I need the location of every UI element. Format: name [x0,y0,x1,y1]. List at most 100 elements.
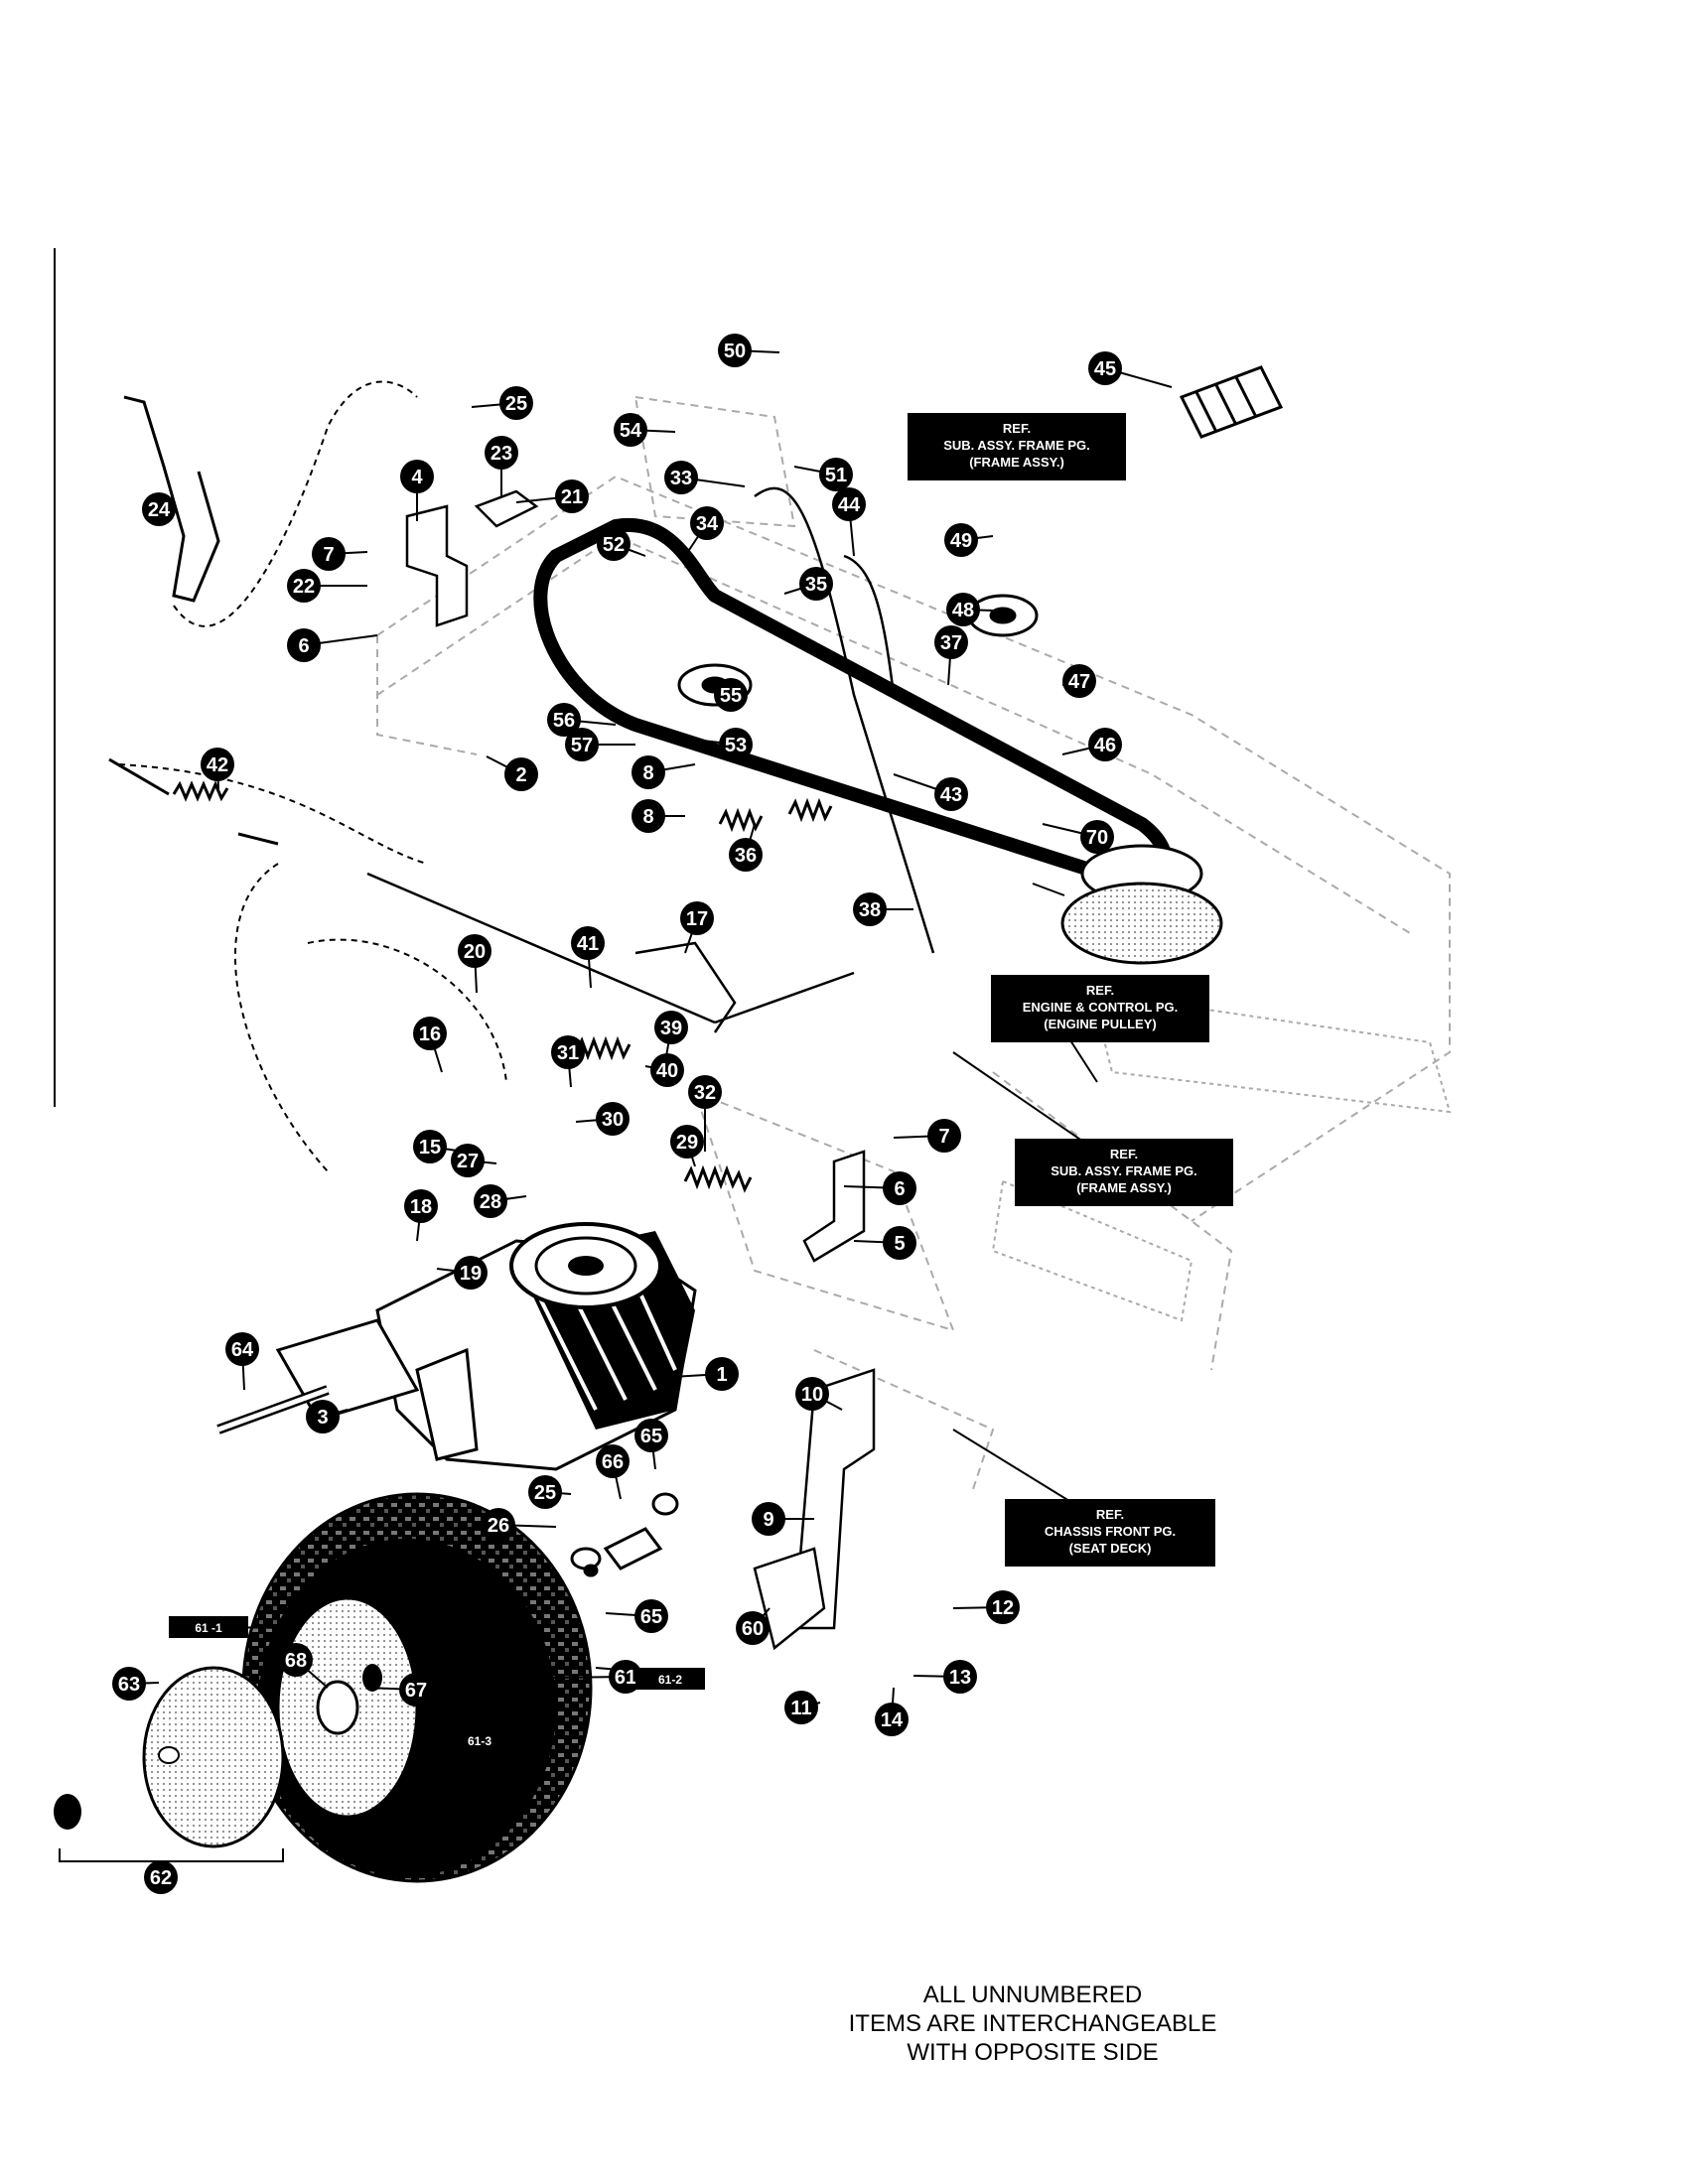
callout-number: 30 [602,1109,624,1131]
callout-marker [705,1357,739,1391]
callout-marker [571,926,605,960]
reference-box: REF.CHASSIS FRONT PG.(SEAT DECK) [1005,1499,1215,1567]
callout-marker [1080,820,1114,854]
subtag: 61 -1 [169,1616,248,1638]
callout-number: 18 [410,1196,432,1218]
callout-number: 25 [505,393,527,415]
callout-number: 23 [491,443,512,465]
hub-cap [54,1666,285,1876]
callout-number: 41 [577,933,599,955]
callout-number: 4 [411,467,423,488]
callout-number: 40 [656,1060,678,1082]
callout-marker [413,1130,447,1163]
subtag-label: 61-3 [468,1734,491,1748]
callout-marker [650,1053,684,1087]
reference-line: (ENGINE PULLEY) [1044,1017,1156,1031]
callout-number: 50 [724,341,746,362]
reference-boxes: REF.SUB. ASSY. FRAME PG.(FRAME ASSY.) REF… [908,413,1233,1567]
idler-pulleys [677,594,1223,965]
callout-65: 65 [634,1599,668,1633]
callout-number: 37 [940,632,962,654]
callout-34: 34 [690,506,724,540]
callout-marker [632,799,665,833]
callout-number: 51 [825,465,847,486]
callout-marker [634,1419,668,1452]
callout-number: 36 [735,845,757,867]
callout-marker [632,755,665,789]
callout-28: 28 [474,1184,507,1218]
subtag: 61-2 [635,1668,705,1690]
callout-number: 21 [561,486,583,508]
callout-8: 8 [632,755,665,789]
callout-marker [944,523,978,557]
callout-31: 31 [551,1035,585,1069]
callout-47: 47 [1062,664,1096,698]
callout-16: 16 [413,1017,447,1050]
callout-36: 36 [729,838,763,872]
reference-box: REF.SUB. ASSY. FRAME PG.(FRAME ASSY.) [908,413,1126,480]
callout-marker [201,748,234,781]
callout-number: 28 [480,1191,501,1213]
callout-marker [142,492,176,526]
callout-66: 66 [596,1444,630,1478]
callout-marker [597,527,631,561]
callout-68: 68 [279,1643,313,1677]
callout-marker [482,1508,515,1542]
callout-marker [555,479,589,513]
callout-number: 25 [534,1482,556,1504]
callout-number: 16 [419,1024,441,1045]
callout-number: 46 [1094,735,1116,756]
callout-number: 33 [670,468,692,489]
callout-marker [934,625,968,659]
note-line: WITH OPPOSITE SIDE [907,2039,1159,2066]
reference-line: (FRAME ASSY.) [969,455,1064,470]
callout-number: 2 [515,764,526,786]
pull-rods [366,486,935,1033]
callout-number: 1 [716,1364,727,1386]
callout-marker [934,777,968,811]
callout-6: 6 [883,1171,916,1205]
callout-marker [718,334,752,367]
callout-63: 63 [112,1667,146,1701]
note-line: ITEMS ARE INTERCHANGEABLE [848,2010,1217,2037]
callout-marker [112,1667,146,1701]
callout-52: 52 [597,527,631,561]
callout-3: 3 [306,1400,340,1433]
callout-marker [719,728,753,761]
callout-70: 70 [1080,820,1114,854]
callout-number: 53 [725,735,747,756]
callout-marker [551,1035,585,1069]
reference-line: ENGINE & CONTROL PG. [1023,1000,1179,1015]
callout-marker [853,892,887,926]
callouts: 1234566778891011121314151617181920212223… [112,334,1122,1894]
callout-1: 1 [705,1357,739,1391]
reference-box-background [1005,1499,1215,1567]
subtag-box [169,1616,248,1638]
callout-number: 42 [207,754,228,776]
callout-number: 62 [150,1867,172,1889]
callout-23: 23 [485,436,518,470]
callout-6: 6 [287,628,321,662]
reference-line: CHASSIS FRONT PG. [1045,1524,1176,1539]
callout-marker [225,1332,259,1366]
callout-33: 33 [664,461,698,494]
callout-21: 21 [555,479,589,513]
callout-51: 51 [819,458,853,491]
callout-number: 13 [949,1667,971,1689]
callout-48: 48 [946,593,980,626]
callout-10: 10 [795,1377,829,1411]
callout-marker [614,413,647,447]
callout-marker [565,728,599,761]
callout-marker [1088,351,1122,385]
callout-marker [634,1599,668,1633]
callout-marker [654,1011,688,1044]
callout-marker [943,1660,977,1694]
callout-marker [287,628,321,662]
callout-60: 60 [736,1611,770,1645]
callout-8: 8 [632,799,665,833]
callout-number: 49 [950,530,972,552]
callout-44: 44 [832,487,866,521]
callout-marker [504,757,538,791]
callout-marker [832,487,866,521]
callout-number: 57 [571,735,593,756]
